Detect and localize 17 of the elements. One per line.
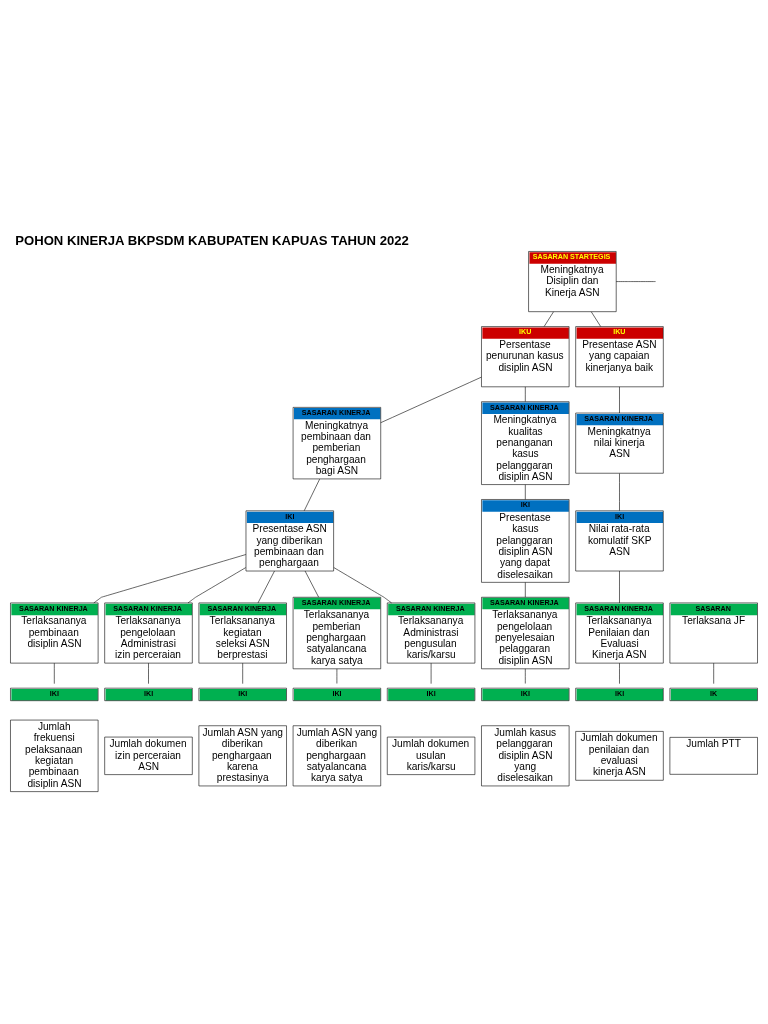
node-box: Jumlah ASN yang diberikan penghargaan karena prestasinya [198, 725, 287, 787]
node-box: Jumlah dokumen izin perceraian ASN [104, 736, 193, 775]
node-box: Jumlah frekuensi pelaksanaan kegiatan pembinaan disiplin ASN [10, 719, 99, 792]
connector [619, 662, 620, 684]
connector [619, 570, 620, 604]
node-box: Jumlah dokumen penilaian dan evaluasi kinerja ASN [575, 731, 664, 781]
connector [619, 386, 620, 414]
diagram-title: POHON KINERJA BKPSDM KABUPATEN KAPUAS TAHUN 2022 [15, 232, 409, 248]
connector [93, 554, 247, 604]
node-box: Jumlah ASN yang diberikan penghargaan satyalancana karya satya [292, 725, 382, 787]
node-box: Jumlah kasus pelanggaran disiplin ASN yang diselesaikan [481, 725, 570, 787]
node-box: Jumlah dokumen usulan karis/karsu [386, 736, 476, 775]
connector [148, 662, 149, 684]
connector [525, 484, 526, 500]
connector [187, 567, 247, 604]
node-box: Jumlah PTT [669, 737, 758, 775]
connector [615, 281, 656, 282]
